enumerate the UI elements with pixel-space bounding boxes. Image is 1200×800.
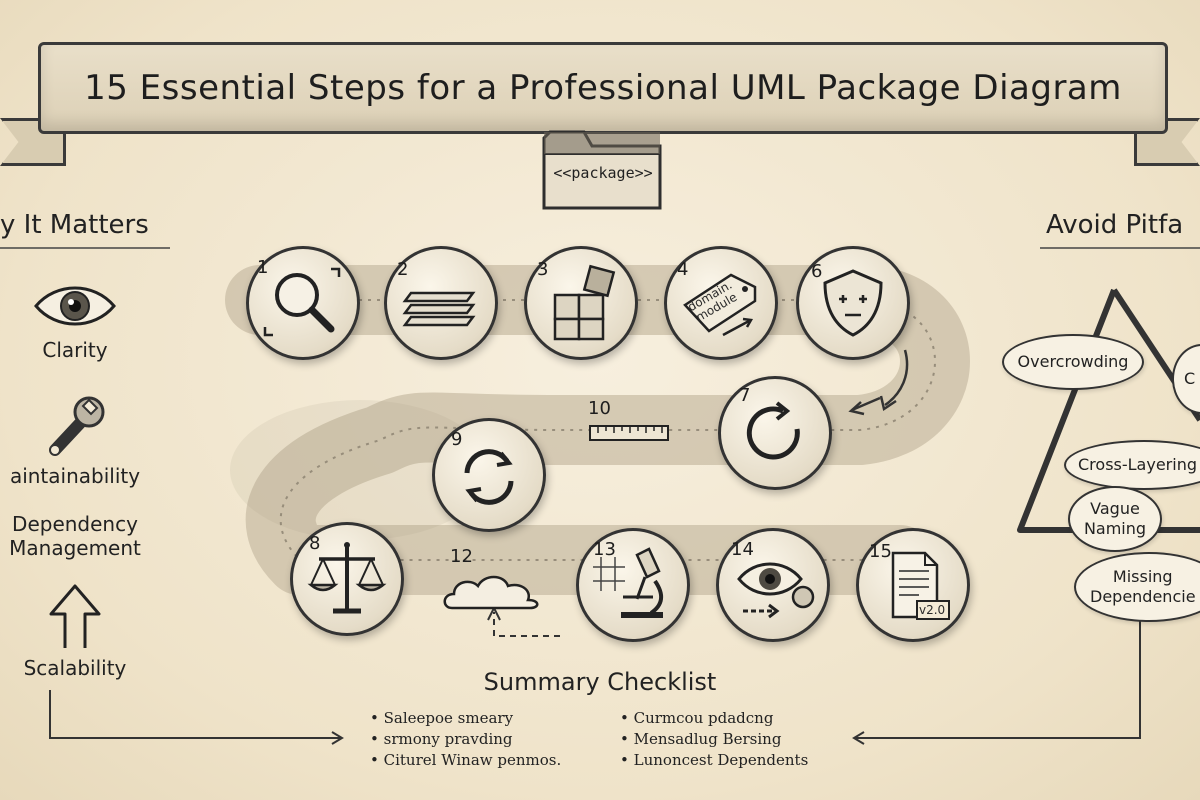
benefit-label: Scalability (23, 656, 127, 680)
step-7: 7 (718, 376, 832, 490)
puzzle-icon (553, 264, 616, 341)
shield-icon (823, 269, 883, 337)
step-number: 1 (257, 257, 269, 278)
up-arrow-icon (49, 584, 101, 648)
pitfall-missing-dependencies: Missing Dependencie (1074, 552, 1200, 622)
step-10-number: 10 (588, 398, 611, 419)
wrench-icon (49, 396, 105, 456)
checklist-item: Saleepoe smeary (370, 708, 561, 729)
checklist-item: Citurel Winaw penmos. (370, 750, 562, 771)
page-title: 15 Essential Steps for a Professional UM… (84, 68, 1122, 108)
cycle-icon (464, 449, 514, 505)
eye-icon (34, 286, 116, 326)
step-12-number: 12 (450, 546, 473, 567)
folder-label: <<package>> (553, 164, 653, 182)
step-8: 8 (290, 522, 404, 636)
step-number: 14 (731, 539, 754, 560)
checklist-left-column: Saleepoe smeary srmony pravding Citurel … (370, 708, 562, 771)
step-9: 9 (432, 418, 546, 532)
checklist-item: Curmcou pdadcng (620, 708, 808, 729)
step-1: 1 (246, 246, 360, 360)
step-number: 7 (739, 385, 751, 406)
ruler-icon (589, 425, 669, 441)
pitfall-overcrowding: Overcrowding (1002, 334, 1144, 390)
step-number: 13 (593, 539, 616, 560)
step-number: 9 (451, 429, 463, 450)
benefit-scalability: Scalability (0, 582, 150, 680)
step-number: 2 (397, 259, 409, 280)
step-number: 4 (677, 259, 689, 280)
step-number: 3 (537, 259, 549, 280)
tag-icon (683, 273, 757, 337)
step-number: 6 (811, 261, 823, 282)
step-4: 4 domain. module (664, 246, 778, 360)
summary-checklist-title: Summary Checklist (483, 668, 717, 696)
step-3: 3 (524, 246, 638, 360)
checklist-right-column: Curmcou pdadcng Mensadlug Bersing Lunonc… (620, 708, 809, 771)
step-number: 8 (309, 533, 321, 554)
checklist-item: srmony pravding (370, 729, 561, 750)
title-banner: 15 Essential Steps for a Professional UM… (38, 42, 1168, 134)
step-15: 15 v2.0 (856, 528, 970, 642)
pitfall-vague-naming: Vague Naming (1068, 486, 1162, 552)
benefit-clarity: Clarity (0, 278, 150, 362)
step-13: 13 (576, 528, 690, 642)
benefit-label: aintainability (9, 464, 141, 488)
benefit-maintainability: aintainability (0, 390, 150, 488)
benefit-label: Dependency Management (9, 512, 141, 560)
why-it-matters-heading: y It Matters (0, 210, 149, 240)
layers-icon (402, 291, 476, 327)
benefit-label: Clarity (42, 338, 108, 362)
checklist-item: Mensadlug Bersing (620, 729, 808, 750)
eye-arrow-icon (737, 562, 815, 619)
step-2: 2 (384, 246, 498, 360)
document-icon (891, 551, 950, 620)
microscope-icon (593, 547, 663, 618)
avoid-pitfalls-heading: Avoid Pitfa (1046, 210, 1184, 240)
cloud-icon (443, 575, 539, 610)
benefit-dependency-management: Dependency Management (0, 512, 150, 560)
magnifier-icon (263, 267, 341, 337)
scale-icon (307, 542, 387, 614)
refresh-icon (746, 401, 800, 460)
step-14: 14 (716, 528, 830, 642)
checklist-item: Lunoncest Dependents (620, 750, 809, 771)
package-folder-icon: <<package>> (540, 124, 666, 212)
pitfall-cross-layering: Cross-Layering (1064, 440, 1200, 490)
version-label: v2.0 (919, 603, 946, 617)
step-6: 6 (796, 246, 910, 360)
step-number: 15 (869, 541, 892, 562)
